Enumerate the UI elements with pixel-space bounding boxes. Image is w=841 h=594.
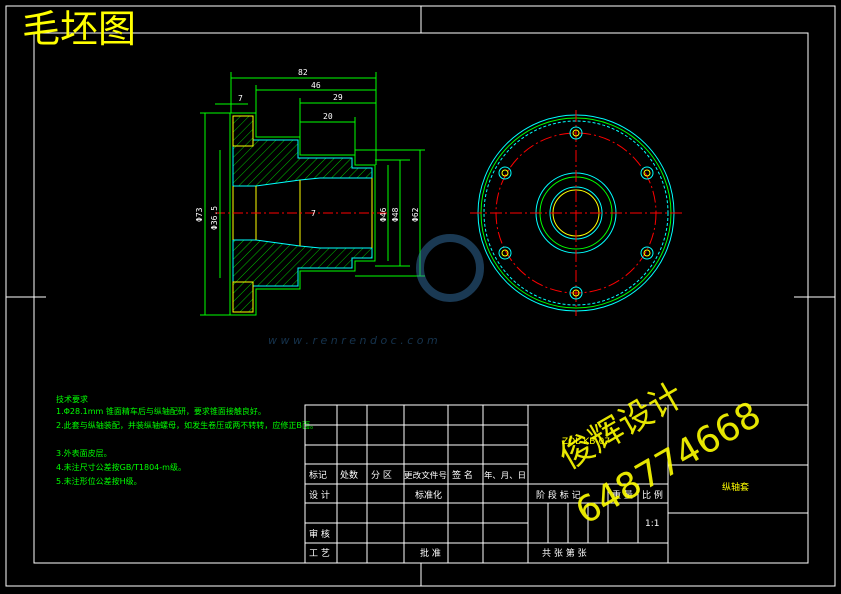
tb-part-name: 纵轴套 — [722, 481, 749, 493]
flange-upper — [232, 115, 254, 147]
end-view — [470, 110, 684, 316]
title-block-texts: 标记 处数 分 区 更改文件号 签 名 年、月、日 设 计 标准化 审 核 工 … — [309, 437, 749, 559]
dim-phi36: Φ36.5 — [210, 206, 219, 230]
tb-weight: 重 量 — [612, 489, 633, 501]
tb-sheets: 共 张 第 张 — [542, 547, 587, 559]
sheet-title: 毛坯图 — [22, 7, 136, 51]
watermark-url: w w w . r e n r e n d o c . c o m — [268, 334, 438, 347]
tb-standardize: 标准化 — [415, 489, 442, 501]
tech-req-item-2: 2.此套与纵轴装配，并装纵轴螺母，如发生卷压或两不转转，应修正B面。 — [56, 420, 318, 430]
dimension-texts: 82 46 29 20 7 7 Φ73 Φ36.5 Φ46 Φ48 Φ62 — [195, 68, 420, 230]
tech-req-title: 技术要求 — [56, 394, 88, 404]
dim-29: 29 — [333, 93, 343, 102]
tb-review: 审 核 — [309, 528, 330, 540]
tb-approve: 批 准 — [420, 547, 441, 559]
tb-header-sign: 签 名 — [452, 469, 473, 481]
watermark: w w w . r e n r e n d o c . c o m — [268, 234, 484, 347]
watermark-logo-icon — [416, 234, 484, 302]
bolt-holes — [498, 126, 654, 300]
dim-20: 20 — [323, 112, 333, 121]
dimension-lines — [200, 72, 421, 316]
tb-header-mark: 标记 — [309, 469, 327, 481]
tb-header-count: 处数 — [340, 469, 358, 481]
section-hatch-lower — [232, 239, 373, 313]
dim-phi46: Φ46 — [379, 207, 388, 222]
tb-header-docno: 更改文件号 — [404, 470, 447, 480]
outer-contour — [229, 112, 376, 316]
dim-phi73: Φ73 — [195, 207, 204, 222]
dim-small-7: 7 — [311, 209, 316, 218]
section-hatch-upper — [232, 115, 373, 187]
tech-req-item-3: 3.外表面皮层。 — [56, 448, 112, 458]
dim-46: 46 — [311, 81, 321, 90]
flange-lower — [232, 281, 254, 313]
tb-design: 设 计 — [309, 489, 330, 501]
dim-7: 7 — [238, 94, 243, 103]
dim-phi62: Φ62 — [411, 207, 420, 222]
dim-82: 82 — [298, 68, 308, 77]
tech-req-item-5: 5.未注形位公差按H级。 — [56, 476, 142, 486]
tb-header-zone: 分 区 — [371, 470, 392, 481]
tb-header-date: 年、月、日 — [484, 470, 526, 480]
tech-req-item-4: 4.未注尺寸公差按GB/T1804-m级。 — [56, 462, 186, 472]
tb-stage-mark: 阶 段 标 记 — [536, 489, 581, 501]
technical-requirements: 技术要求 1.Φ28.1mm 锥面精车后与纵轴配研，要求锥面接触良好。 2.此套… — [56, 394, 318, 486]
tb-process: 工 艺 — [309, 548, 330, 559]
title-block — [304, 404, 809, 564]
dim-phi48: Φ48 — [391, 207, 400, 222]
overlay-stamp: 俊辉设计 648774668 — [553, 375, 769, 533]
section-view — [215, 112, 425, 316]
tb-scale-value: 1:1 — [645, 519, 659, 529]
tb-scale-label: 比 例 — [642, 489, 663, 501]
tech-req-item-1: 1.Φ28.1mm 锥面精车后与纵轴配研，要求锥面接触良好。 — [56, 406, 266, 416]
tb-drawing-no: ZOL-KB-07 — [562, 437, 610, 447]
